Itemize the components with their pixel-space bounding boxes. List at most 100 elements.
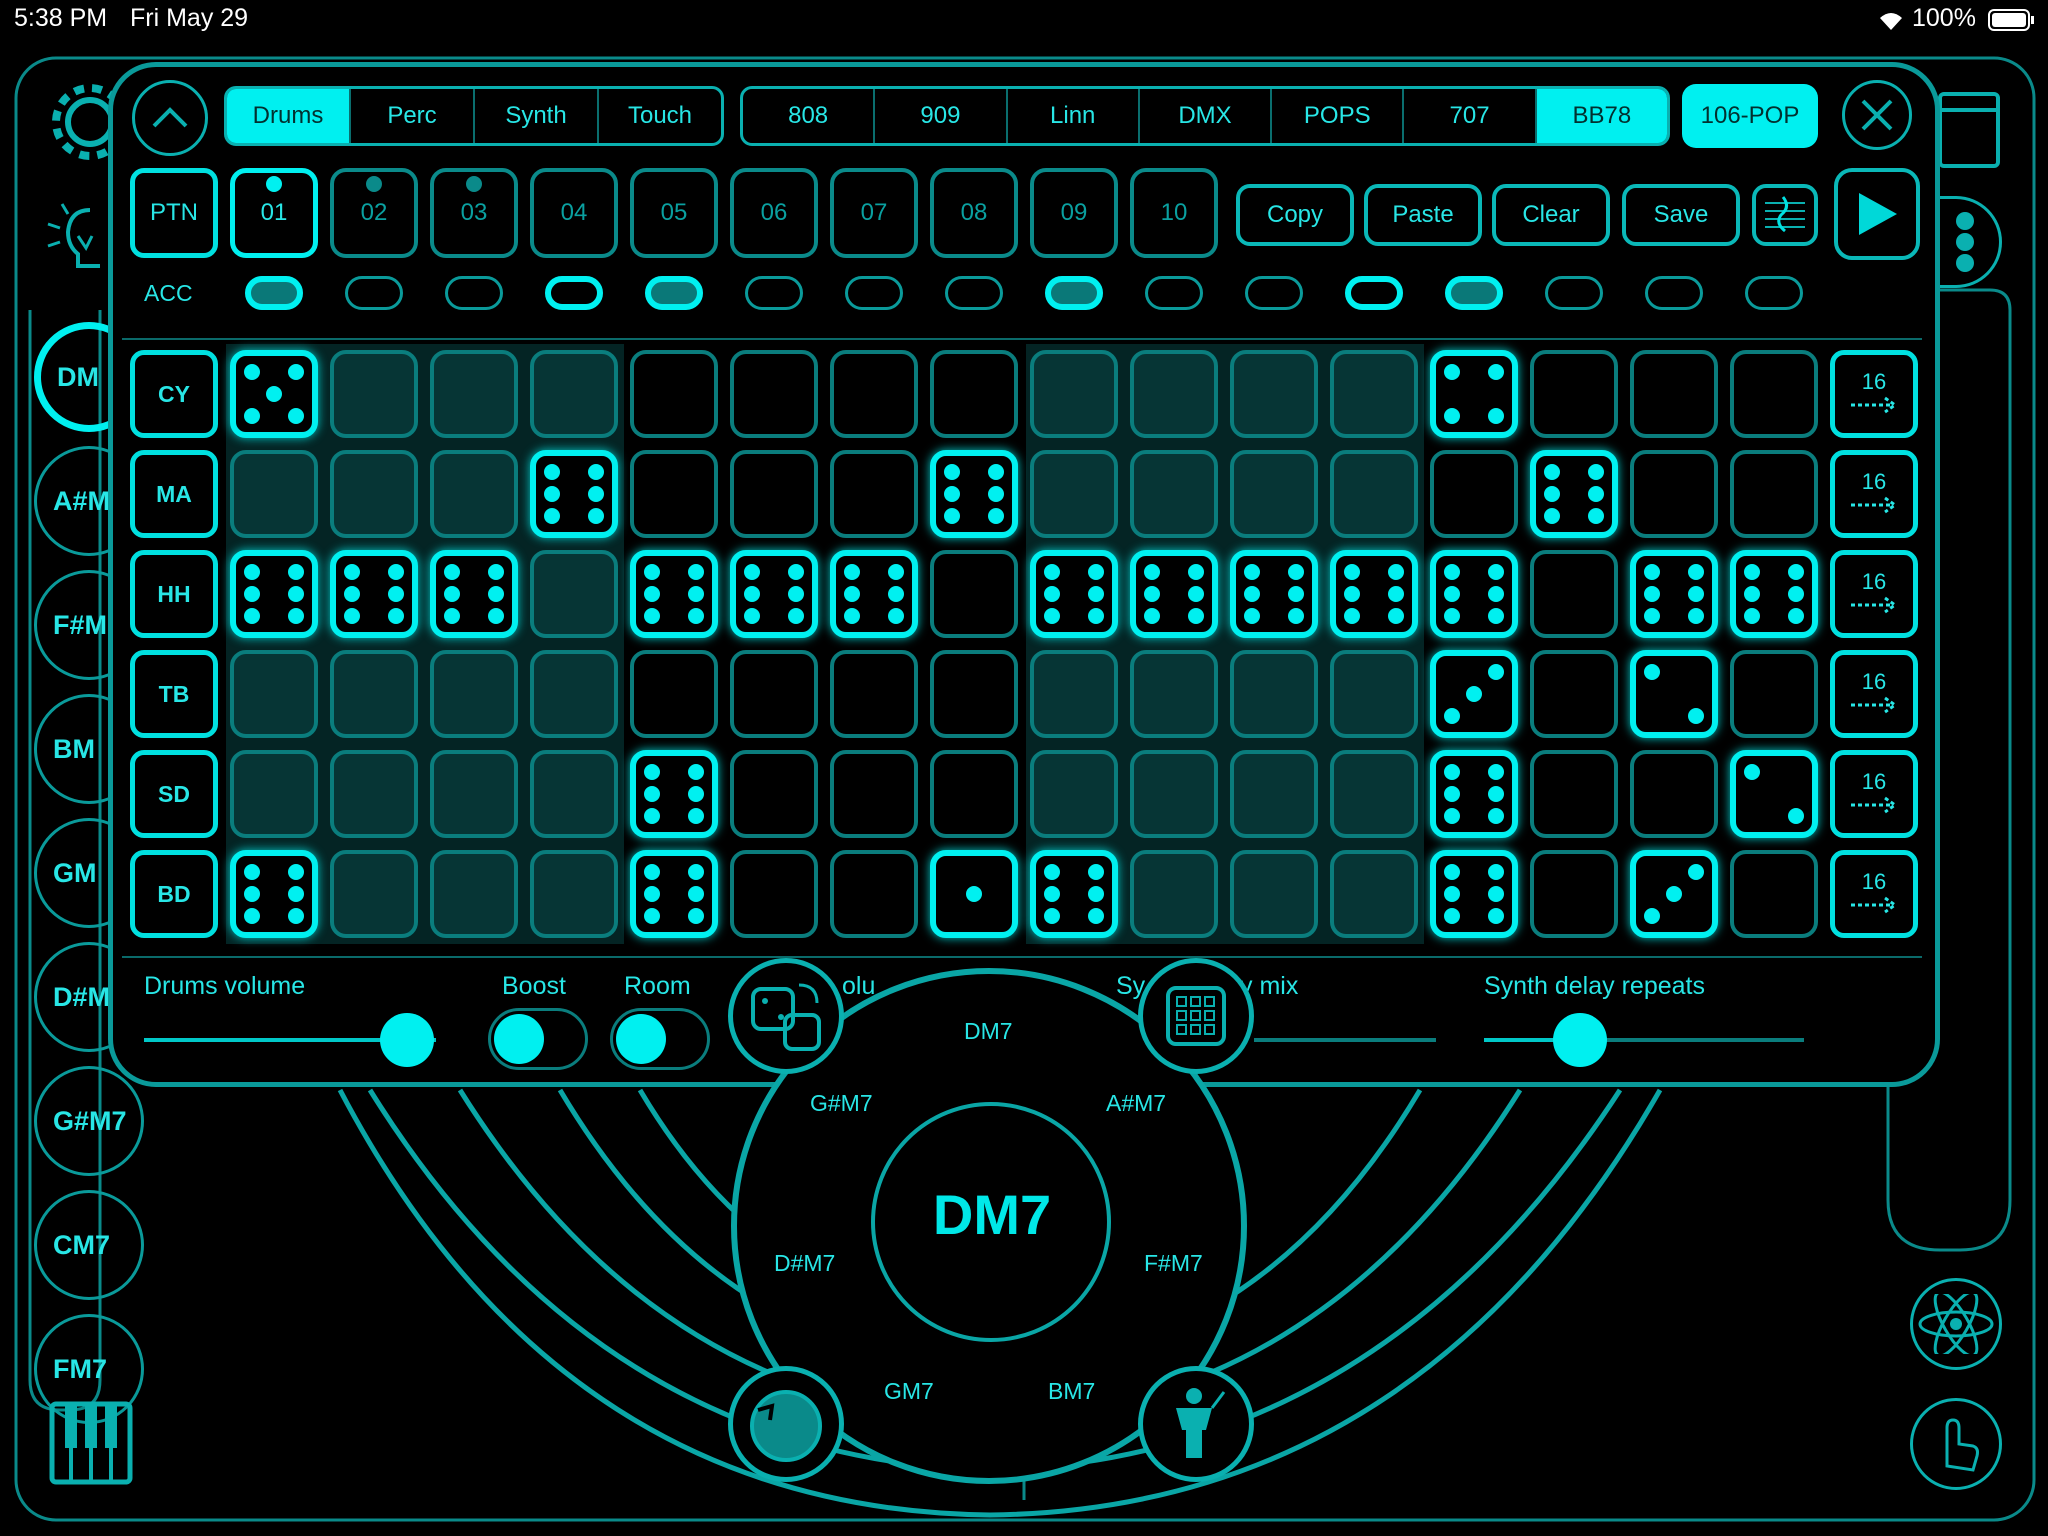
kit-tab-bb78[interactable]: BB78 — [1536, 89, 1667, 143]
step-cell[interactable] — [1330, 650, 1418, 738]
step-cell[interactable] — [1530, 650, 1618, 738]
pattern-button-10[interactable]: 10 — [1130, 168, 1218, 258]
step-cell[interactable] — [530, 850, 618, 938]
step-cell[interactable] — [830, 850, 918, 938]
step-cell[interactable] — [530, 550, 618, 638]
row-length-button[interactable]: 16 — [1830, 750, 1918, 838]
accent-toggle[interactable] — [645, 276, 703, 310]
kit-tab-pops[interactable]: POPS — [1272, 89, 1405, 143]
step-cell[interactable] — [1530, 550, 1618, 638]
wheel-chord-gm7[interactable]: GM7 — [884, 1378, 934, 1404]
accent-toggle[interactable] — [545, 276, 603, 310]
wheel-chord-fsm7[interactable]: F#M7 — [1144, 1250, 1203, 1276]
pattern-button-08[interactable]: 08 — [930, 168, 1018, 258]
step-cell[interactable] — [630, 650, 718, 738]
step-cell[interactable] — [630, 350, 718, 438]
row-length-button[interactable]: 16 — [1830, 450, 1918, 538]
kit-tab-808[interactable]: 808 — [743, 89, 876, 143]
step-cell[interactable] — [1730, 850, 1818, 938]
row-length-button[interactable]: 16 — [1830, 850, 1918, 938]
step-cell[interactable] — [1330, 750, 1418, 838]
step-cell[interactable] — [1130, 350, 1218, 438]
more-options-icon[interactable] — [1924, 196, 2002, 288]
step-cell[interactable] — [330, 850, 418, 938]
step-cell[interactable] — [330, 750, 418, 838]
step-cell[interactable] — [630, 450, 718, 538]
step-cell[interactable] — [1230, 450, 1318, 538]
atom-icon[interactable] — [1910, 1278, 2002, 1370]
accent-toggle[interactable] — [1345, 276, 1403, 310]
chord-wheel[interactable] — [724, 956, 1254, 1496]
knob-icon[interactable] — [728, 1366, 844, 1482]
accent-toggle[interactable] — [1545, 276, 1603, 310]
step-cell[interactable] — [1330, 450, 1418, 538]
step-cell[interactable] — [230, 650, 318, 738]
step-cell[interactable] — [330, 650, 418, 738]
save-button[interactable]: Save — [1622, 184, 1740, 246]
step-cell[interactable] — [1730, 350, 1818, 438]
step-cell[interactable] — [1130, 650, 1218, 738]
step-cell[interactable] — [430, 450, 518, 538]
step-cell[interactable] — [1430, 450, 1518, 538]
step-cell[interactable] — [730, 650, 818, 738]
copy-button[interactable]: Copy — [1236, 184, 1354, 246]
touch-hand-icon[interactable] — [1910, 1398, 2002, 1490]
tab-perc[interactable]: Perc — [351, 89, 475, 143]
clear-button[interactable]: Clear — [1492, 184, 1610, 246]
step-cell[interactable] — [830, 750, 918, 838]
kit-tab-909[interactable]: 909 — [875, 89, 1008, 143]
step-cell[interactable] — [1530, 350, 1618, 438]
row-length-button[interactable]: 16 — [1830, 550, 1918, 638]
step-cell[interactable] — [230, 450, 318, 538]
paste-button[interactable]: Paste — [1364, 184, 1482, 246]
pattern-button-03[interactable]: 03 — [430, 168, 518, 258]
step-cell[interactable] — [1730, 450, 1818, 538]
accent-toggle[interactable] — [1045, 276, 1103, 310]
pattern-button-06[interactable]: 06 — [730, 168, 818, 258]
step-cell[interactable] — [430, 650, 518, 738]
sidebar-chord-button[interactable]: G#M7 — [34, 1066, 144, 1176]
step-cell[interactable] — [1230, 750, 1318, 838]
tab-synth[interactable]: Synth — [475, 89, 599, 143]
step-cell[interactable] — [1030, 350, 1118, 438]
conductor-icon[interactable] — [1138, 1366, 1254, 1482]
step-cell[interactable] — [1630, 650, 1718, 738]
accent-toggle[interactable] — [1245, 276, 1303, 310]
accent-toggle[interactable] — [1445, 276, 1503, 310]
step-cell[interactable] — [1130, 850, 1218, 938]
step-cell[interactable] — [330, 350, 418, 438]
step-cell[interactable] — [930, 350, 1018, 438]
step-cell[interactable] — [1230, 650, 1318, 738]
accent-toggle[interactable] — [945, 276, 1003, 310]
step-cell[interactable] — [230, 750, 318, 838]
tab-drums[interactable]: Drums — [227, 89, 351, 143]
pattern-button-09[interactable]: 09 — [1030, 168, 1118, 258]
close-button[interactable] — [1842, 80, 1912, 150]
step-cell[interactable] — [930, 650, 1018, 738]
sidebar-chord-button[interactable]: F#M — [34, 570, 144, 680]
step-cell[interactable] — [530, 750, 618, 838]
step-cell[interactable] — [430, 350, 518, 438]
room-toggle[interactable] — [610, 1008, 710, 1070]
accent-toggle[interactable] — [245, 276, 303, 310]
step-cell[interactable] — [430, 850, 518, 938]
pattern-button-04[interactable]: 04 — [530, 168, 618, 258]
kit-tab-linn[interactable]: Linn — [1008, 89, 1140, 143]
step-cell[interactable] — [1430, 650, 1518, 738]
boost-toggle[interactable] — [488, 1008, 588, 1070]
preset-106-pop-button[interactable]: 106-POP — [1682, 84, 1818, 148]
step-cell[interactable] — [1630, 750, 1718, 838]
accent-toggle[interactable] — [745, 276, 803, 310]
accent-toggle[interactable] — [445, 276, 503, 310]
tab-touch[interactable]: Touch — [627, 102, 693, 129]
step-cell[interactable] — [1630, 450, 1718, 538]
accent-toggle[interactable] — [1745, 276, 1803, 310]
step-cell[interactable] — [930, 750, 1018, 838]
wheel-chord-dm7[interactable]: DM7 — [964, 1018, 1013, 1044]
step-cell[interactable] — [1230, 350, 1318, 438]
step-cell[interactable] — [330, 450, 418, 538]
step-cell[interactable] — [1230, 850, 1318, 938]
step-cell[interactable] — [1530, 750, 1618, 838]
step-cell[interactable] — [730, 350, 818, 438]
step-cell[interactable] — [1030, 650, 1118, 738]
